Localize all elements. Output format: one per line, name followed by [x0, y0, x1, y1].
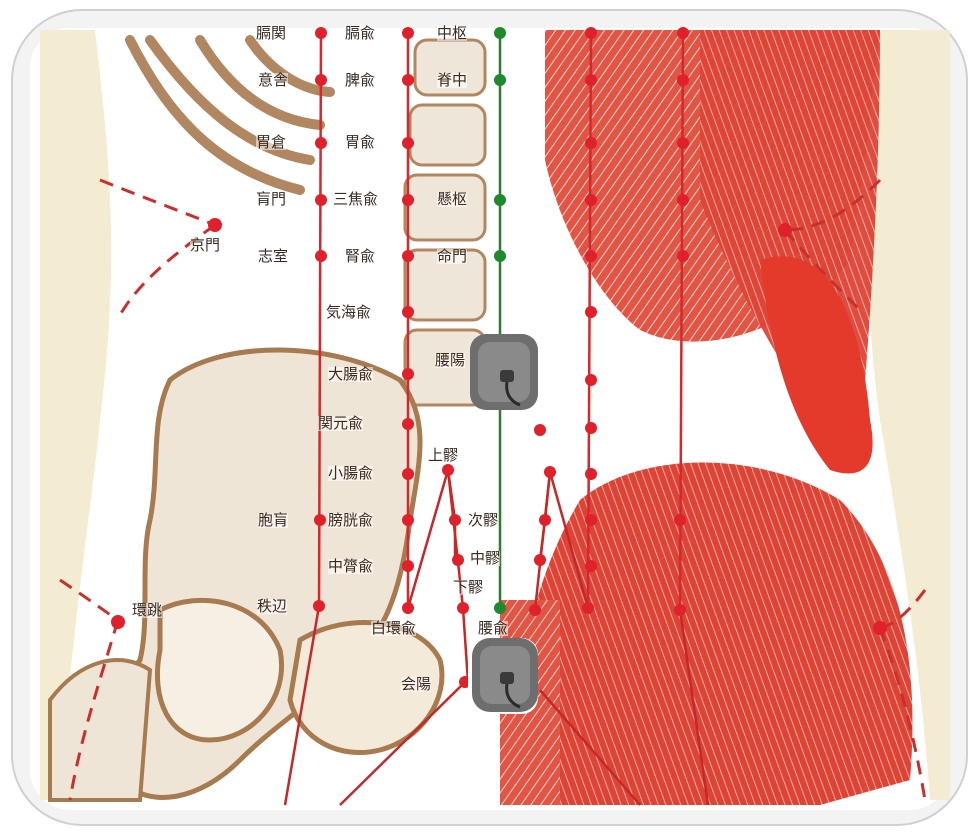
label-ciliao: 次髎 [468, 513, 498, 528]
label-huantiao: 環跳 [132, 603, 162, 618]
label-zhonglushu: 中膂兪 [328, 559, 373, 574]
label-xuanshu: 懸枢 [437, 192, 467, 207]
label-yisha: 意舎 [258, 73, 288, 88]
label-dachangshu: 大腸兪 [328, 367, 373, 382]
label-pangguangshu: 膀胱兪 [328, 513, 373, 528]
label-top-1: 膈関 [256, 26, 286, 41]
label-shangliao: 上髎 [428, 448, 458, 463]
label-top-3: 中枢 [437, 26, 467, 41]
label-qihaishu: 気海兪 [326, 305, 371, 320]
label-jizhong: 脊中 [437, 73, 467, 88]
label-huangmen: 肓門 [256, 192, 286, 207]
label-yaoshu: 腰兪 [478, 621, 508, 636]
electrode-pad-upper-icon [470, 334, 538, 410]
label-shenshu: 腎兪 [345, 249, 375, 264]
label-jingmen: 京門 [190, 238, 220, 253]
label-xiaochangshu: 小腸兪 [328, 466, 373, 481]
label-xialiao: 下髎 [453, 580, 483, 595]
electrode-pad-lower-icon [468, 638, 538, 714]
label-mingmen: 命門 [437, 249, 467, 264]
label-top-2: 膈兪 [345, 26, 375, 41]
label-baihuanshu: 白環兪 [371, 621, 416, 636]
label-baohuang: 胞肓 [258, 513, 288, 528]
label-weicang: 胃倉 [256, 135, 286, 150]
label-sanjiaoshu: 三焦兪 [333, 192, 378, 207]
label-pishu: 脾兪 [345, 73, 375, 88]
label-zhishi: 志室 [258, 249, 288, 264]
femur-head [50, 660, 150, 800]
label-zhongliao: 中髎 [470, 551, 500, 566]
label-guanyuanshu: 関元兪 [318, 416, 363, 431]
label-huiyang: 会陽 [401, 677, 431, 692]
label-weishu: 胃兪 [345, 135, 375, 150]
label-zhibian: 秩辺 [257, 599, 287, 614]
label-yaoyang: 腰陽 [435, 353, 465, 368]
